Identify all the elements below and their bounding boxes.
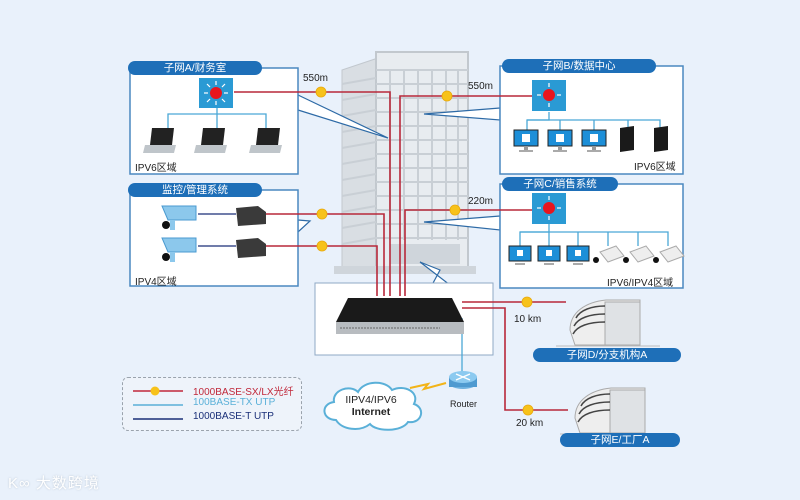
- subnet-c-zone-label: IPV6/IPV4区域: [607, 278, 674, 289]
- laptop-icon: [194, 128, 227, 153]
- internet-cloud-icon: [323, 381, 423, 431]
- subnet-a-zone-label: IPV6区域: [135, 163, 177, 174]
- subnet-c-panel: [499, 183, 684, 289]
- fiber-badge: [521, 296, 533, 308]
- core-switch-icon: [336, 298, 464, 334]
- internet-label-line2: Internet: [351, 406, 391, 418]
- desktop-icon: [513, 129, 539, 152]
- fiber-badge: [316, 240, 328, 252]
- laptop-icon: [249, 128, 282, 153]
- monitor-panel: [129, 189, 299, 287]
- subnet-c-title: 子网C/销售系统: [502, 177, 618, 191]
- ip-phone-icon: [593, 245, 625, 263]
- desktop-icon: [566, 245, 590, 265]
- laptop-icon: [143, 128, 176, 153]
- fiber-badge: [315, 86, 327, 98]
- distance-label-a: 550m: [303, 73, 329, 84]
- distance-label-e: 20 km: [516, 418, 544, 429]
- legend-item-fiber: 1000BASE-SX/LX光纤: [123, 383, 301, 398]
- server-icon: [654, 126, 668, 152]
- fiber-badge: [441, 90, 453, 102]
- subnet-d-title: 子网D/分支机构A: [533, 348, 681, 362]
- fiber-badge: [316, 208, 328, 220]
- distance-label-d: 10 km: [514, 314, 542, 325]
- distance-label-c: 220m: [468, 196, 494, 207]
- switch-icon: [532, 80, 566, 111]
- ip-phone-icon: [653, 245, 685, 263]
- branch-building-icon: [556, 299, 660, 347]
- subnet-b-title: 子网B/数据中心: [502, 59, 656, 73]
- switch-icon: [532, 193, 566, 224]
- distance-label-b: 550m: [468, 81, 494, 92]
- watermark: K∞ 大数跨境: [8, 472, 100, 493]
- subnet-a-title: 子网A/财务室: [128, 61, 262, 75]
- watermark-logo-icon: K∞: [8, 475, 36, 492]
- fiber-badges: [315, 86, 534, 416]
- fiber-badge: [449, 204, 461, 216]
- fiber-badge: [522, 404, 534, 416]
- fiber-line-swatch-icon: [133, 386, 183, 396]
- subnet-e-title: 子网E/工厂A: [560, 433, 680, 447]
- legend-item-100base-tx: 100BASE-TX UTP: [123, 397, 301, 411]
- switch-icon: [199, 78, 233, 108]
- utp-tx-line-swatch-icon: [133, 404, 183, 406]
- internet-label-line1: IIPV4/IPV6: [345, 394, 397, 406]
- media-converter-icon: [236, 206, 266, 226]
- subnet-b-zone-label: IPV6区域: [634, 162, 676, 173]
- media-converter-icon: [236, 238, 266, 258]
- desktop-icon: [581, 129, 607, 152]
- monitor-system-title: 监控/管理系统: [128, 183, 262, 197]
- legend-label: 1000BASE-SX/LX光纤: [193, 387, 294, 398]
- fiber-links: [234, 91, 568, 411]
- desktop-icon: [537, 245, 561, 265]
- desktop-icon: [508, 245, 532, 265]
- ip-phone-icon: [623, 245, 655, 263]
- legend-label: 1000BASE-T UTP: [193, 411, 274, 422]
- ip-camera-icon: [161, 205, 197, 230]
- factory-building-icon: [560, 387, 665, 435]
- router-label: Router: [450, 399, 478, 409]
- legend-label: 100BASE-TX UTP: [193, 397, 276, 408]
- utp-t-links: [198, 213, 236, 247]
- ip-camera-icon: [161, 237, 197, 262]
- monitor-zone-label: IPV4区域: [135, 277, 177, 288]
- router-icon: [449, 371, 477, 389]
- wireless-link-icon: [409, 382, 447, 391]
- utp-t-line-swatch-icon: [133, 418, 183, 420]
- legend-item-1000base-t: 1000BASE-T UTP: [123, 411, 301, 425]
- watermark-text: 大数跨境: [35, 475, 100, 492]
- server-icon: [620, 126, 634, 152]
- desktop-icon: [547, 129, 573, 152]
- legend: 1000BASE-SX/LX光纤 100BASE-TX UTP 1000BASE…: [122, 377, 302, 431]
